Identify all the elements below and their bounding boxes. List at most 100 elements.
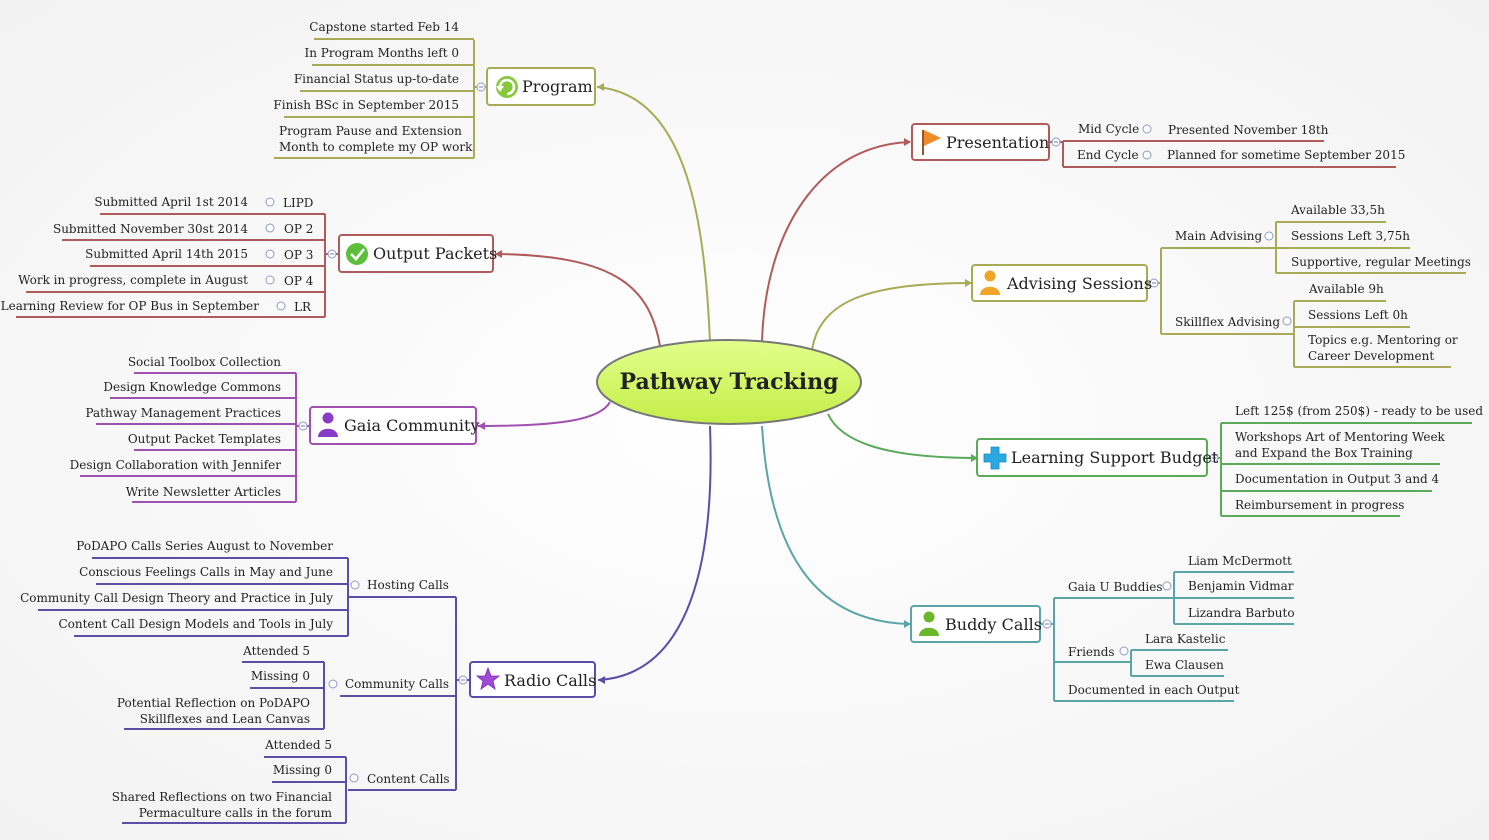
presentation-rows: Mid Cycle Presented November 18th End Cy… xyxy=(1077,122,1405,162)
content-calls-label[interactable]: Content Calls xyxy=(367,772,450,786)
presentation-detail[interactable]: Planned for sometime September 2015 xyxy=(1167,148,1405,162)
output-packet-desc[interactable]: Learning Review for OP Bus in September xyxy=(1,299,260,313)
presentation-phase[interactable]: End Cycle xyxy=(1077,148,1139,162)
output-packet-desc[interactable]: Submitted April 1st 2014 xyxy=(94,195,248,209)
budget-item[interactable]: Left 125$ (from 250$) - ready to be used xyxy=(1235,404,1483,418)
presentation-sub-markers[interactable] xyxy=(1142,124,1152,160)
output-packet-desc[interactable]: Work in progress, complete in August xyxy=(18,273,248,287)
community-call-item[interactable]: Missing 0 xyxy=(251,669,310,683)
program-bracket xyxy=(473,40,486,158)
output-packet-code[interactable]: LR xyxy=(294,300,312,314)
budget-item[interactable]: and Expand the Box Training xyxy=(1235,446,1413,460)
arrow-presentation xyxy=(904,138,911,146)
friend-item[interactable]: Ewa Clausen xyxy=(1145,658,1224,672)
gaia-u-buddy[interactable]: Liam McDermott xyxy=(1188,554,1292,568)
presentation-detail[interactable]: Presented November 18th xyxy=(1168,123,1329,137)
main-advising-label[interactable]: Main Advising xyxy=(1175,229,1263,243)
gaia-community-item[interactable]: Social Toolbox Collection xyxy=(128,355,281,369)
advising-sub-markers[interactable] xyxy=(1264,231,1292,326)
gaia-community-item[interactable]: Output Packet Templates xyxy=(128,432,281,446)
output-packet-code[interactable]: LIPD xyxy=(283,196,313,210)
program-item[interactable]: In Program Months left 0 xyxy=(305,46,460,60)
presentation-phase[interactable]: Mid Cycle xyxy=(1078,122,1139,136)
output-packet-code[interactable]: OP 4 xyxy=(284,274,314,288)
friends-label[interactable]: Friends xyxy=(1068,645,1115,659)
advising-text: Main Advising Available 33,5h Sessions L… xyxy=(1175,203,1471,363)
collapse-marker-presentation[interactable] xyxy=(1051,137,1061,147)
collapse-marker-radio-calls[interactable] xyxy=(458,675,468,685)
radio-calls-box xyxy=(469,661,596,698)
hosting-call-item[interactable]: PoDAPO Calls Series August to November xyxy=(76,539,333,553)
collapse-marker-advising[interactable] xyxy=(1149,278,1159,288)
program-item[interactable]: Capstone started Feb 14 xyxy=(309,20,459,34)
main-advising-item[interactable]: Supportive, regular Meetings xyxy=(1291,255,1471,269)
output-packet-code[interactable]: OP 2 xyxy=(284,222,313,236)
gaia-community-item[interactable]: Design Collaboration with Jennifer xyxy=(70,458,282,472)
collapse-marker-output-packets[interactable] xyxy=(327,249,337,259)
program-item[interactable]: Program Pause and Extension xyxy=(279,124,462,138)
content-call-item[interactable]: Shared Reflections on two Financial xyxy=(112,790,332,804)
budget-label: Learning Support Budget xyxy=(1011,448,1219,467)
skillflex-advising-underlines xyxy=(1293,300,1451,368)
collapse-marker-budget[interactable] xyxy=(1209,453,1219,463)
collapse-marker-program[interactable] xyxy=(476,82,486,92)
topic-presentation[interactable]: Presentation xyxy=(911,123,1050,161)
topic-advising[interactable]: Advising Sessions xyxy=(971,264,1152,302)
hosting-call-item[interactable]: Conscious Feelings Calls in May and June xyxy=(79,565,333,579)
skillflex-advising-label[interactable]: Skillflex Advising xyxy=(1175,315,1280,329)
output-packets-underlines xyxy=(16,213,325,318)
community-calls-label[interactable]: Community Calls xyxy=(345,677,449,691)
program-item[interactable]: Finish BSc in September 2015 xyxy=(273,98,459,112)
buddy-documented[interactable]: Documented in each Output xyxy=(1068,683,1240,697)
program-label: Program xyxy=(522,77,593,96)
buddy-sub-markers[interactable] xyxy=(1119,581,1172,656)
topic-output-packets[interactable]: Output Packets xyxy=(338,234,497,273)
collapse-marker-gaia-community[interactable] xyxy=(298,421,308,431)
topic-budget[interactable]: Learning Support Budget xyxy=(976,438,1219,477)
central-topic[interactable]: Pathway Tracking xyxy=(596,339,862,425)
radio-calls-sub-markers[interactable] xyxy=(328,580,360,783)
central-ellipse xyxy=(596,339,862,425)
hosting-calls-label[interactable]: Hosting Calls xyxy=(367,578,449,592)
main-advising-item[interactable]: Available 33,5h xyxy=(1290,203,1385,217)
gaia-community-item[interactable]: Write Newsletter Articles xyxy=(126,485,281,499)
skillflex-advising-item[interactable]: Sessions Left 0h xyxy=(1308,308,1408,322)
community-call-item[interactable]: Skillflexes and Lean Canvas xyxy=(140,712,310,726)
topic-program[interactable]: Program xyxy=(486,67,596,106)
friend-item[interactable]: Lara Kastelic xyxy=(1145,632,1226,646)
budget-item[interactable]: Documentation in Output 3 and 4 xyxy=(1235,472,1440,486)
gaia-u-buddies-label[interactable]: Gaia U Buddies xyxy=(1068,580,1162,594)
collapse-marker-buddy[interactable] xyxy=(1042,619,1052,629)
output-packet-code[interactable]: OP 3 xyxy=(284,248,313,262)
content-call-item[interactable]: Permaculture calls in the forum xyxy=(139,806,333,820)
gaia-community-item[interactable]: Design Knowledge Commons xyxy=(103,380,281,394)
hosting-call-item[interactable]: Community Call Design Theory and Practic… xyxy=(20,591,333,605)
skillflex-advising-item[interactable]: Available 9h xyxy=(1308,282,1384,296)
gaia-community-item[interactable]: Pathway Management Practices xyxy=(85,406,281,420)
main-advising-item[interactable]: Sessions Left 3,75h xyxy=(1291,229,1410,243)
arrow-advising xyxy=(965,279,972,287)
topic-radio-calls[interactable]: Radio Calls xyxy=(469,661,596,698)
program-item[interactable]: Month to complete my OP work xyxy=(279,140,473,154)
output-packets-rows: Submitted April 1st 2014 LIPD Submitted … xyxy=(1,195,314,314)
topic-buddy[interactable]: Buddy Calls xyxy=(910,605,1042,643)
topic-gaia-community[interactable]: Gaia Community xyxy=(309,406,479,445)
output-packets-sub-markers[interactable] xyxy=(265,197,286,311)
community-call-item[interactable]: Potential Reflection on PoDAPO xyxy=(117,696,310,710)
arrow-program xyxy=(597,83,604,91)
gaia-u-buddy[interactable]: Benjamin Vidmar xyxy=(1188,579,1294,593)
output-packet-desc[interactable]: Submitted April 14th 2015 xyxy=(85,247,248,261)
output-packet-desc[interactable]: Submitted November 30st 2014 xyxy=(53,222,248,236)
community-call-item[interactable]: Attended 5 xyxy=(242,644,310,658)
skillflex-advising-item[interactable]: Career Development xyxy=(1308,349,1434,363)
content-call-item[interactable]: Missing 0 xyxy=(273,763,332,777)
buddy-text: Gaia U Buddies Liam McDermott Benjamin V… xyxy=(1068,554,1295,697)
content-call-item[interactable]: Attended 5 xyxy=(264,738,332,752)
hosting-call-item[interactable]: Content Call Design Models and Tools in … xyxy=(58,617,333,631)
gaia-u-buddy[interactable]: Lizandra Barbuto xyxy=(1188,606,1295,620)
program-item[interactable]: Financial Status up-to-date xyxy=(294,72,459,86)
radio-calls-text: Hosting Calls PoDAPO Calls Series August… xyxy=(20,539,450,820)
budget-item[interactable]: Reimbursement in progress xyxy=(1235,498,1404,512)
budget-item[interactable]: Workshops Art of Mentoring Week xyxy=(1235,430,1446,444)
skillflex-advising-item[interactable]: Topics e.g. Mentoring or xyxy=(1308,333,1458,347)
